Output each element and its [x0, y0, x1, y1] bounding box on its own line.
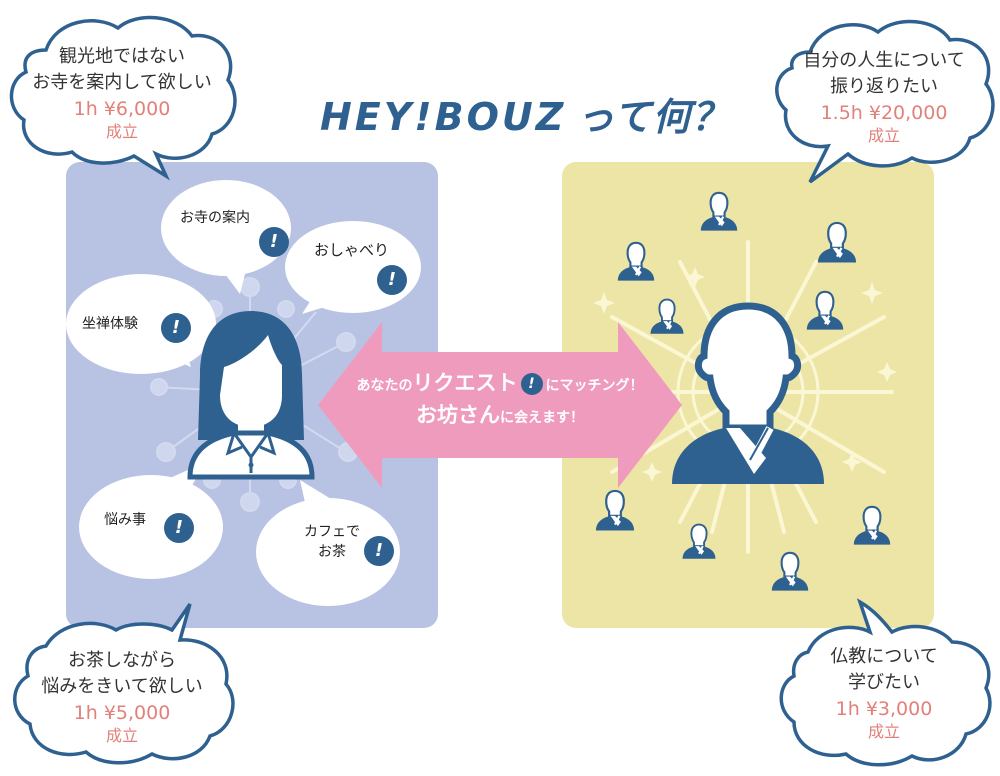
cloud-text-bottom-left: お茶しながら 悩みをきいて欲しい 1h ¥5,000 成立: [22, 648, 222, 746]
monk-main-icon: [672, 302, 824, 484]
request-cloud-top-right: [775, 19, 995, 184]
exclamation-icon: !: [520, 373, 543, 395]
status-badge: 成立: [867, 722, 900, 741]
monk-icon: [815, 218, 859, 266]
monk-icon: [615, 238, 657, 284]
request-cloud-bottom-left: [13, 603, 235, 765]
matching-message: あなたのリクエスト!にマッチング！ お坊さんに会えます！: [356, 371, 644, 427]
matching-double-arrow: [318, 322, 682, 488]
monk-icon: [593, 485, 637, 535]
exclamation-icon: !: [259, 227, 289, 257]
status-badge: 成立: [867, 126, 900, 145]
request-label-worries: 悩み事: [104, 512, 146, 528]
exclamation-icon: !: [161, 313, 191, 343]
price: 1h ¥5,000: [73, 702, 171, 724]
monk-icon: [698, 190, 740, 232]
status-badge: 成立: [105, 122, 138, 141]
price: 1.5h ¥20,000: [820, 102, 948, 124]
price: 1h ¥6,000: [73, 98, 171, 120]
exclamation-icon: !: [364, 536, 394, 566]
request-cloud-top-left: [9, 15, 237, 181]
request-label-cafe: カフェで お茶: [304, 524, 360, 560]
monk-icon: [851, 500, 893, 550]
exclamation-icon: !: [377, 265, 407, 295]
cloud-text-top-left: 観光地ではない お寺を案内して欲しい 1h ¥6,000 成立: [22, 44, 222, 142]
request-label-temple-guide: お寺の案内: [180, 210, 250, 226]
price: 1h ¥3,000: [835, 698, 933, 720]
monk-icon: [680, 520, 718, 562]
status-badge: 成立: [105, 726, 138, 745]
cloud-text-bottom-right: 仏教について 学びたい 1h ¥3,000 成立: [784, 644, 984, 742]
sparkle-icons: [593, 267, 897, 482]
title-brand: HEY!BOUZ: [320, 95, 567, 139]
request-bubbles: [66, 180, 421, 606]
exclamation-icon: !: [164, 513, 194, 543]
title-question: って何？: [576, 95, 731, 139]
request-label-chat: おしゃべり: [314, 241, 390, 259]
request-cloud-bottom-right: [779, 598, 992, 767]
woman-user-icon: [187, 311, 315, 480]
request-label-zazen: 坐禅体験: [82, 316, 138, 332]
cloud-text-top-right: 自分の人生について 振り返りたい 1.5h ¥20,000 成立: [786, 48, 982, 146]
monk-icon: [769, 548, 811, 594]
